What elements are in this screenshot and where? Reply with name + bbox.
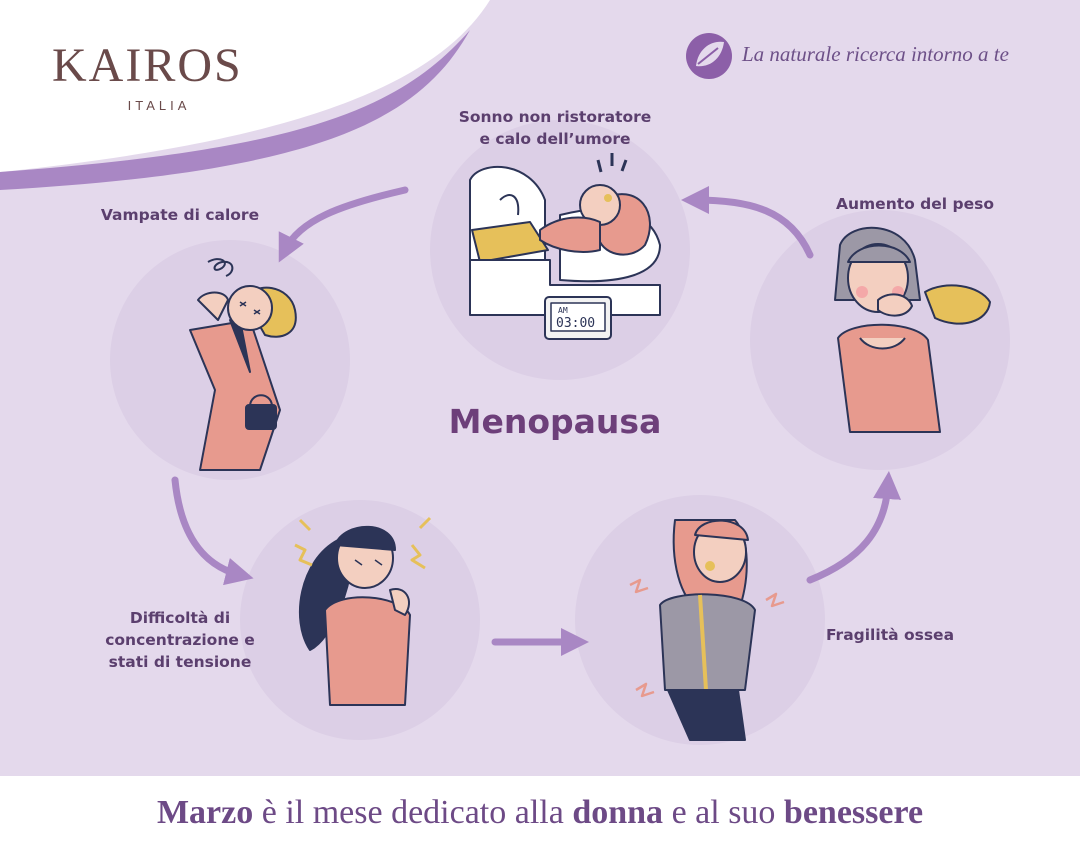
arrow-peso-to-sonno [681,186,814,259]
arrow-vampate-to-concentrazione [171,476,254,586]
footer-text-2: e al suo [663,794,784,831]
stage-label-sonno-line1: Sonno non ristoratore [458,108,652,126]
stage-label-concentrazione-line1: Difficoltà di [129,609,231,627]
stage-label-sonno: Sonno non ristoratore e calo dell’umore [420,106,690,150]
stage-label-ossea: Fragilità ossea [825,626,955,644]
stage-label-concentrazione-line2: concentrazione e [105,631,255,649]
weight-gain-woman-illustration [834,226,991,433]
clock-time-text: 03:00 [556,316,595,331]
kairos-logo-text: KAIROS [52,39,243,92]
tense-woman-illustration [294,516,432,706]
center-title: Menopausa [448,402,662,441]
bone-pain-woman-illustration [629,519,785,741]
header-swoosh [0,0,490,190]
cycle-arrows [171,186,902,656]
clock-am-text: AM [558,306,568,315]
sleeping-woman-illustration: AM 03:00 [469,153,661,340]
footer-word-benessere: benessere [783,794,924,831]
hot-flash-woman-illustration [189,258,297,471]
arrow-ossea-to-peso [806,471,902,584]
arrow-sonno-to-vampate [278,186,409,263]
footer-band [0,776,1080,864]
stage-label-concentrazione-line3: stati di tensione [108,653,252,671]
footer-message: Marzo è il mese dedicato alla donna e al… [0,794,1080,832]
stage-label-concentrazione: Difficoltà di concentrazione e stati di … [82,607,278,673]
leaf-logo-icon [686,33,732,79]
brand-tagline: La naturale ricerca intorno a te [742,42,1009,66]
stage-label-vampate: Vampate di calore [100,206,260,224]
kairos-logo-subtext: ITALIA [127,98,191,113]
stage-label-peso: Aumento del peso [836,195,994,213]
footer-word-marzo: Marzo [156,794,254,831]
stage-label-sonno-line2: e calo dell’umore [479,130,631,148]
footer-text-1: è il mese dedicato alla [253,794,573,831]
footer-word-donna: donna [572,794,664,831]
